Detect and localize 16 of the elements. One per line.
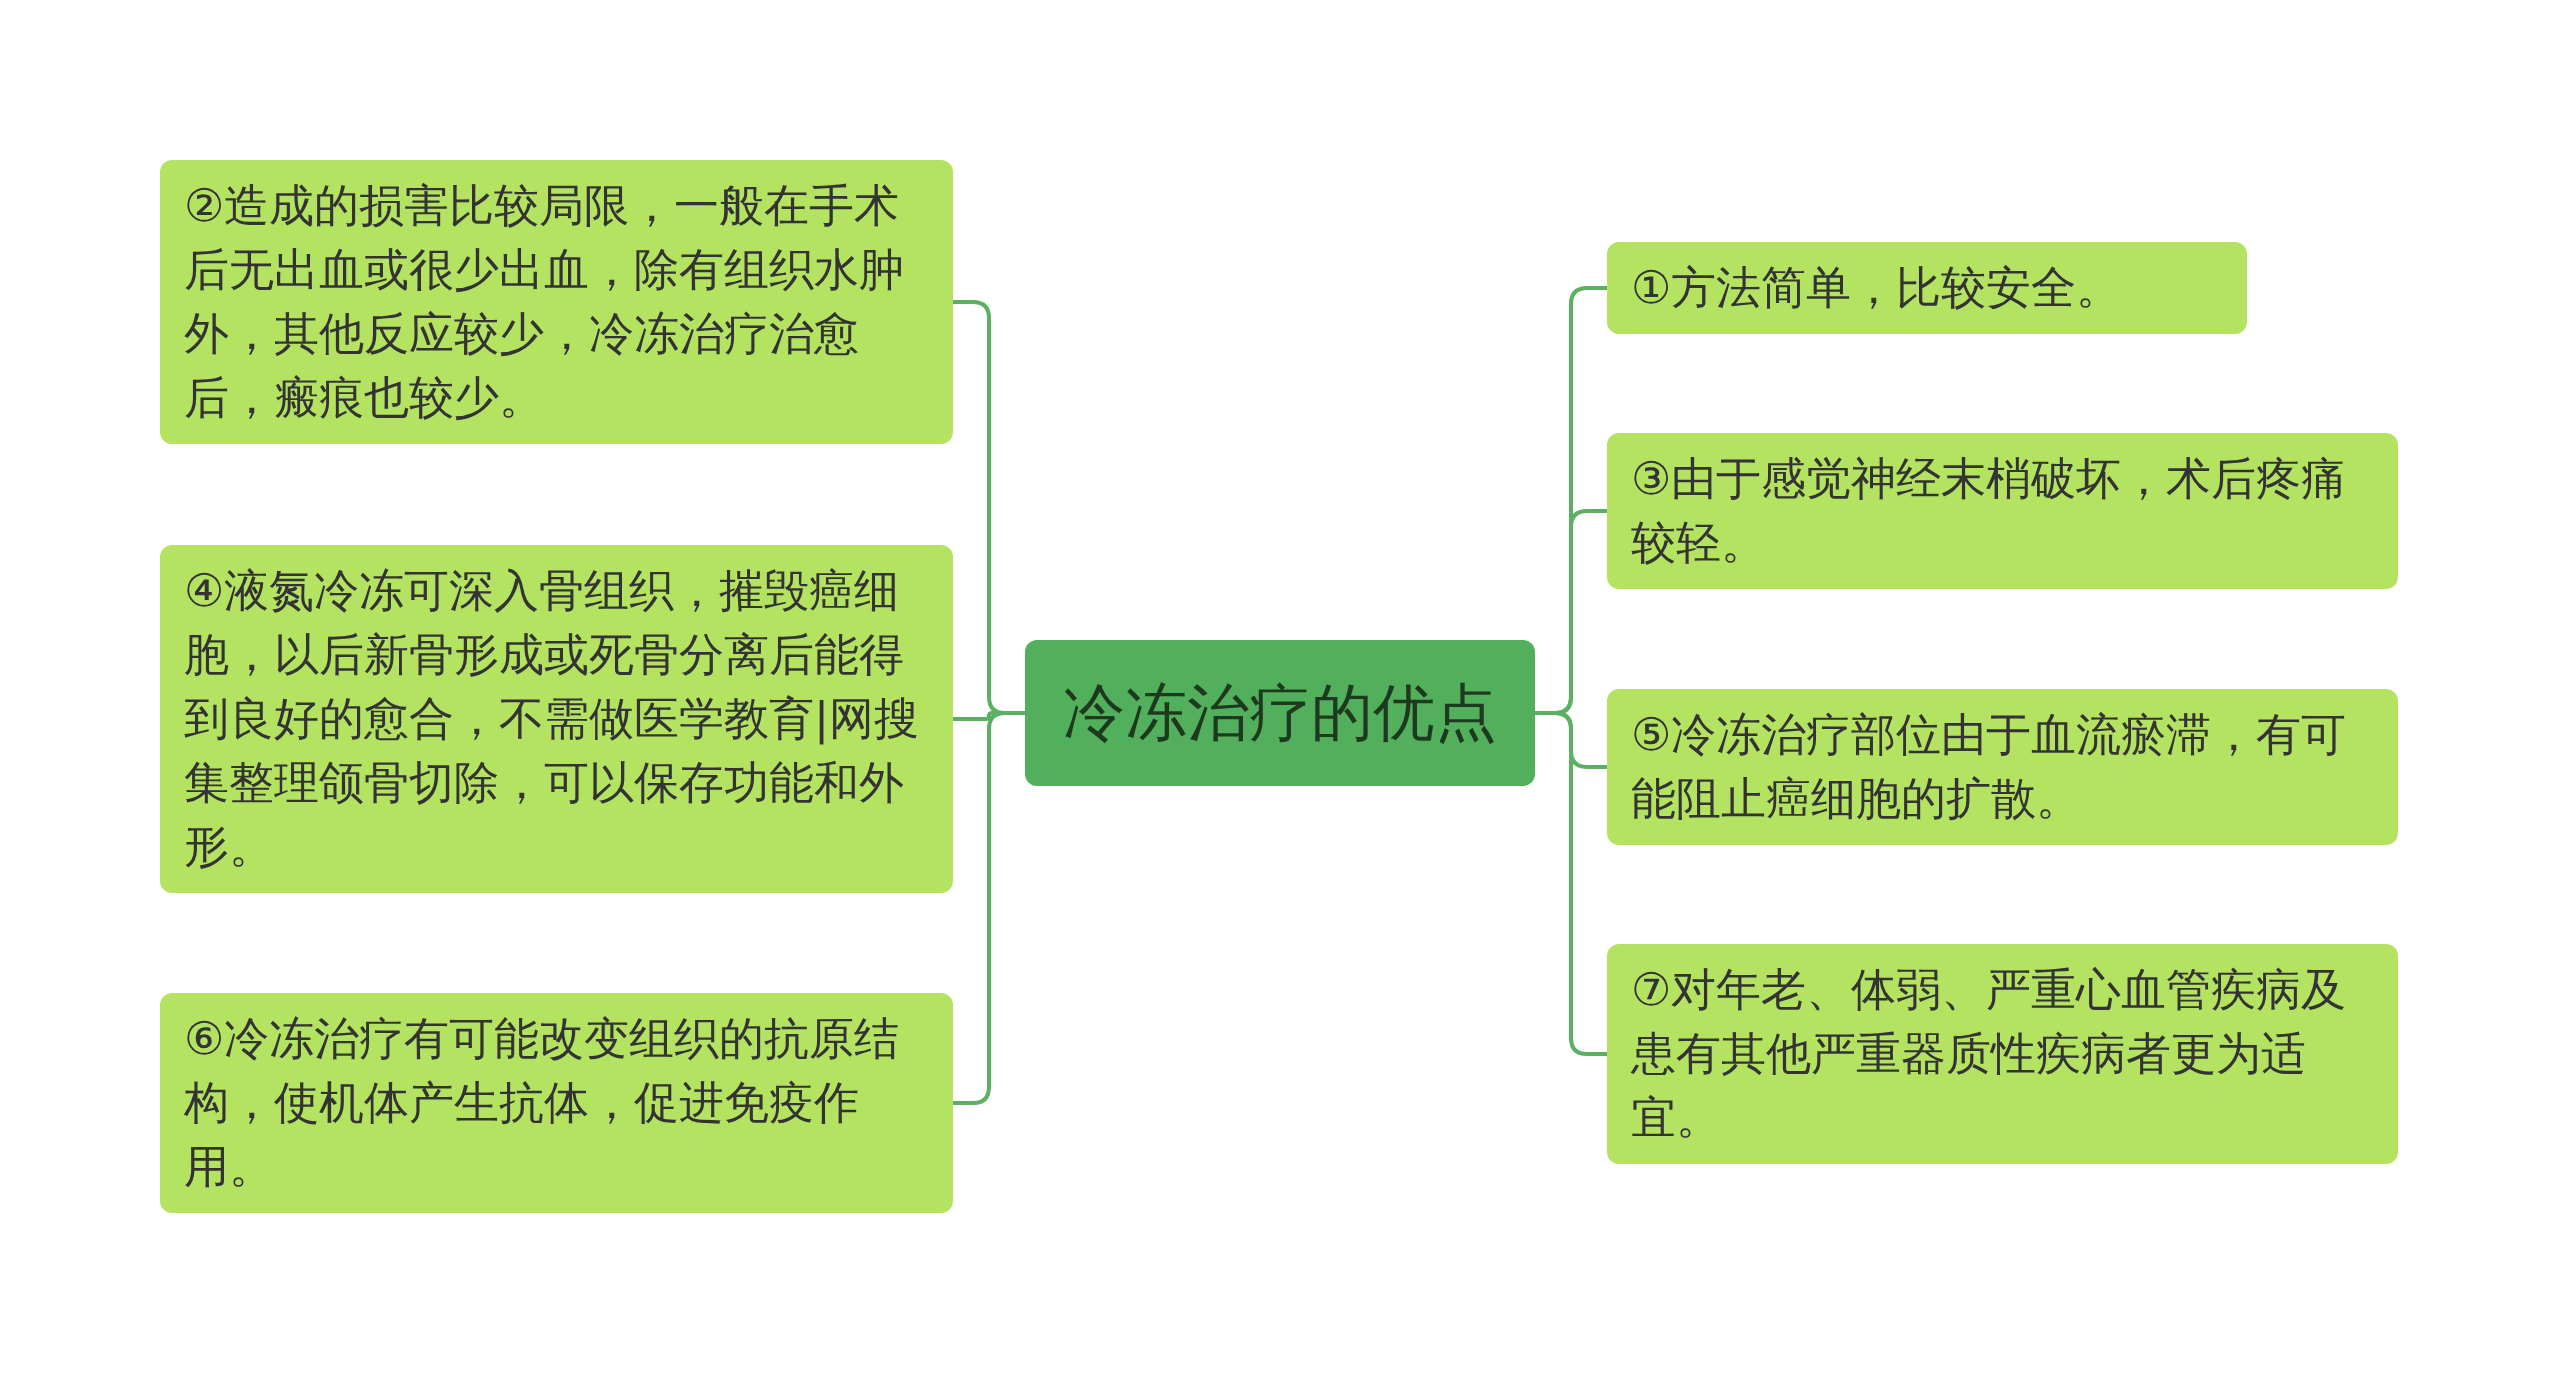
topic-box — [160, 545, 953, 893]
topic-box — [1607, 689, 2398, 845]
topic-box — [1607, 242, 2247, 334]
topic-text: ③由于感觉神经末梢破坏，术后疼痛较轻。 — [1631, 451, 2348, 571]
central-topic-box — [1025, 640, 1535, 786]
topic-box — [1607, 944, 2398, 1164]
topic-text: ⑤冷冻治疗部位由于血流瘀滞，有可能阻止癌细胞的扩散。 — [1631, 707, 2348, 827]
topic-text: ⑥冷冻治疗有可能改变组织的抗原结构，使机体产生抗体，促进免疫作用。 — [184, 1011, 901, 1195]
topic-box — [160, 993, 953, 1213]
central-topic-text: 冷冻治疗的优点 — [1063, 675, 1497, 751]
topic-text: ①方法简单，比较安全。 — [1631, 260, 2123, 316]
topic-box — [1607, 433, 2398, 589]
topic-text: ④液氮冷冻可深入骨组织，摧毁癌细胞，以后新骨形成或死骨分离后能得到良好的愈合，不需做医学教育|网搜集整理颌骨切除，可以保存功能和外形。 — [184, 563, 921, 875]
topic-text: ⑦对年老、体弱、严重心血管疾病及患有其他严重器质性疾病者更为适宜。 — [1631, 962, 2348, 1146]
topic-box — [160, 160, 953, 444]
topic-text: ②造成的损害比较局限，一般在手术后无出血或很少出血，除有组织水肿外，其他反应较少，冷冻治疗治愈后，瘢痕也较少。 — [184, 178, 905, 426]
